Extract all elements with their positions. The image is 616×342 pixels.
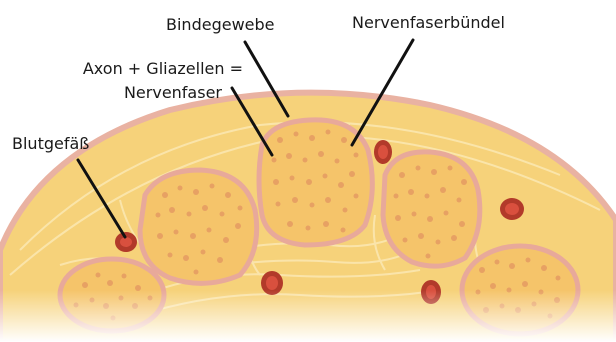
label-axon-gliazellen: Axon + Gliazellen = [83, 59, 243, 78]
blood-vessel [500, 198, 524, 220]
label-nervenfaserbuendel: Nervenfaserbündel [352, 13, 505, 32]
label-bindegewebe: Bindegewebe [166, 15, 275, 34]
blood-vessel [374, 140, 392, 164]
label-nervenfaser: Nervenfaser [124, 83, 222, 102]
fascicle-right [383, 152, 480, 266]
label-blutgefaess: Blutgefäß [12, 134, 89, 153]
bottom-fade [0, 290, 616, 342]
blood-vessel [115, 232, 137, 252]
